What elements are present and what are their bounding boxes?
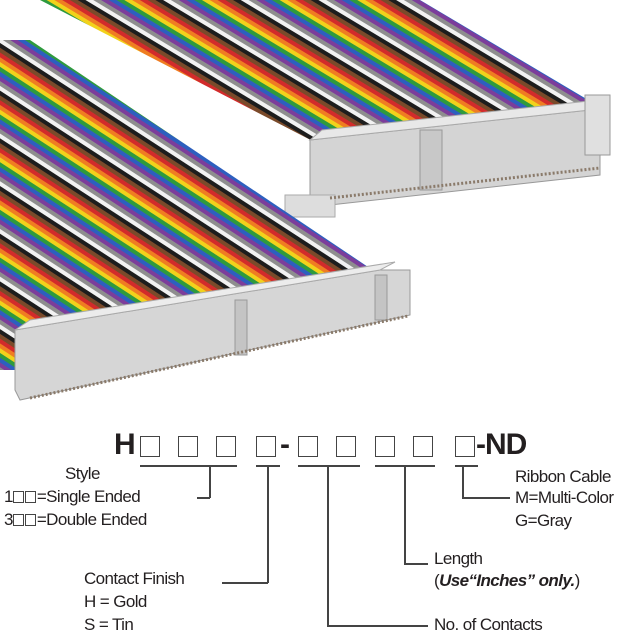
code-box-length-1 [375,436,395,457]
code-box-style-2 [178,436,198,457]
length-note: (Use“Inches” only.) [434,571,580,591]
code-box-style-1 [140,436,160,457]
placeholder-box [24,514,36,526]
code-box-ribbon [455,436,475,457]
leader-ribbon-bracket [455,465,478,467]
placeholder-box [24,491,36,503]
code-box-contacts-2 [336,436,356,457]
style-double-text: =Double Ended [36,510,147,529]
style-single-text: =Single Ended [36,487,141,506]
placeholder-box [12,491,24,503]
contact-finish-tin: S = Tin [84,615,134,634]
leader-style-bracket [140,465,237,467]
front-connector [14,261,411,401]
leader-ribbon-horizontal [462,497,510,499]
code-box-length-2 [413,436,433,457]
placeholder-box [12,514,24,526]
back-connector [284,94,611,218]
code-box-finish [256,436,276,457]
length-note-close: ) [574,571,581,590]
style-option-double: 3 =Double Ended [4,510,147,530]
leader-finish-horizontal [222,582,268,584]
code-box-style-3 [216,436,236,457]
style-digit-3: 3 [4,510,13,529]
leader-finish-vertical [267,465,269,583]
length-note-bold: Use“Inches” only. [439,571,575,590]
style-digit-1: 1 [4,487,13,506]
style-option-single: 1 =Single Ended [4,487,141,507]
part-suffix: -ND [476,428,527,461]
leader-style-horizontal [197,497,210,499]
contacts-title: No. of Contacts [434,615,543,634]
ribbon-cable-illustration [0,0,611,401]
leader-style-vertical [209,465,211,498]
contact-finish-title: Contact Finish [84,569,185,588]
style-title: Style [65,464,100,483]
leader-contacts-vertical [327,465,329,626]
leader-contacts-horizontal [327,625,428,627]
contact-finish-gold: H = Gold [84,592,147,611]
length-note-open: ( [434,571,440,590]
length-title: Length [434,549,483,568]
leader-length-vertical [404,465,406,564]
part-prefix: H [114,428,136,461]
ribbon-gray: G=Gray [515,511,572,530]
part-separator: - [280,428,290,461]
leader-ribbon-vertical [462,465,464,498]
leader-contacts-bracket [298,465,360,467]
ribbon-multi-color: M=Multi-Color [515,488,614,507]
code-box-contacts-1 [298,436,318,457]
leader-length-horizontal [404,563,428,565]
back-ribbon-cable [40,0,605,150]
ribbon-title: Ribbon Cable [515,467,611,486]
